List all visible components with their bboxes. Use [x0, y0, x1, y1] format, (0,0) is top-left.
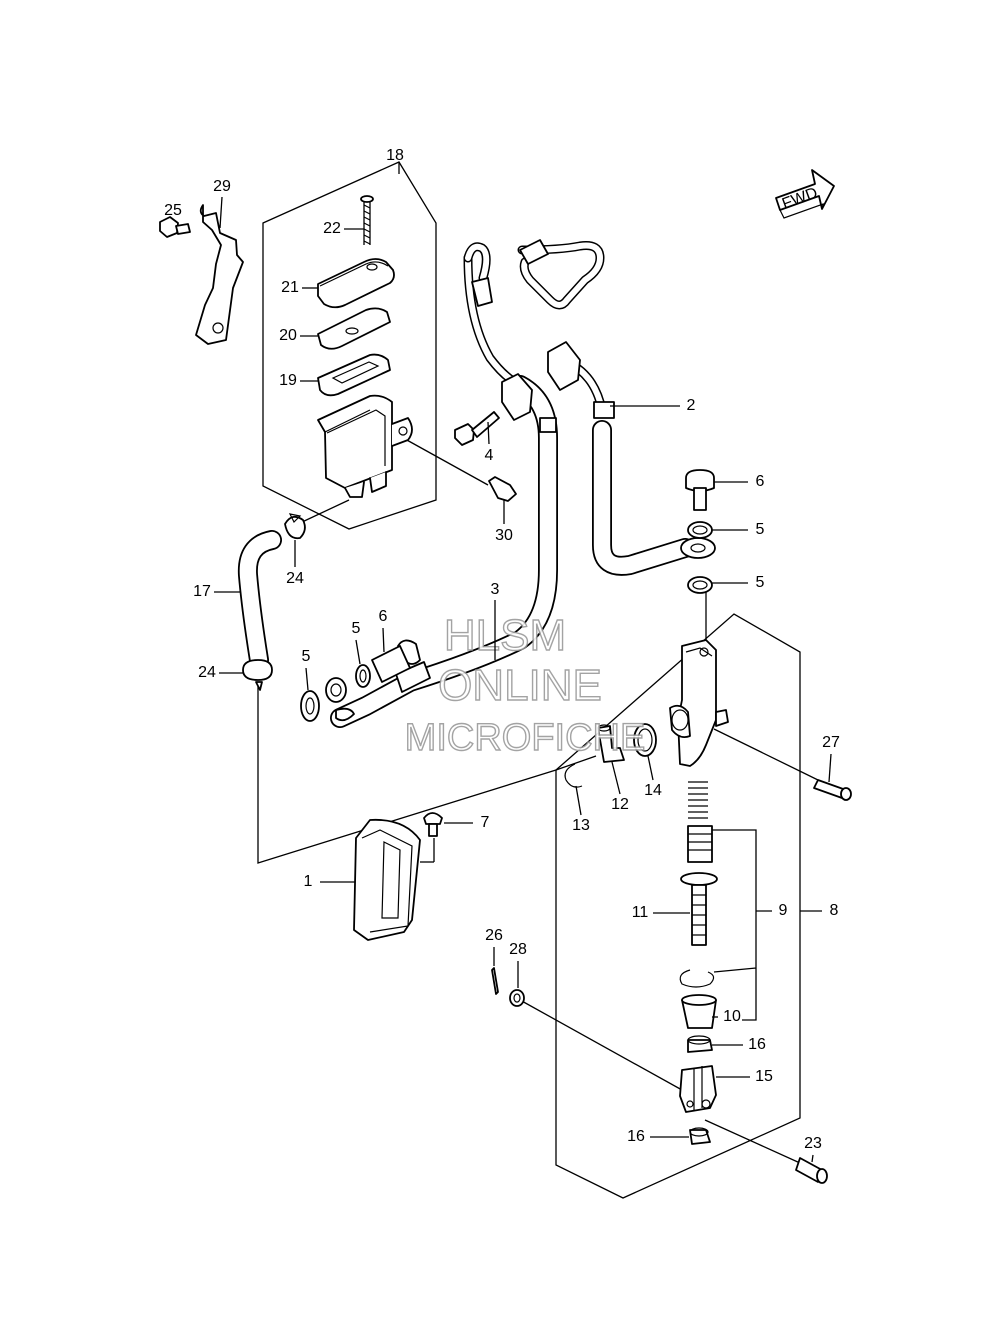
- callout-28: 28: [509, 941, 527, 958]
- cover-part-1: [353, 818, 435, 941]
- leader-lines: [257, 162, 819, 1164]
- callout-18: 18: [386, 147, 404, 164]
- callout-6-right: 6: [756, 473, 765, 490]
- callout-23: 23: [804, 1135, 822, 1152]
- callout-9: 9: [779, 902, 788, 919]
- cap-part-21: [317, 258, 395, 309]
- callout-13: 13: [572, 817, 590, 834]
- callout-27: 27: [822, 734, 840, 751]
- master-cylinder-body: [669, 639, 729, 767]
- watermark-line1: HLSM: [444, 611, 566, 660]
- callout-5-a: 5: [756, 521, 765, 538]
- spring-piston-assembly: [687, 781, 713, 863]
- diaphragm-part-19: [317, 353, 391, 397]
- elbow-part-12: [597, 724, 625, 763]
- callout-10: 10: [723, 1008, 741, 1025]
- nut-part-16-lower: [689, 1127, 711, 1145]
- clamp-part-24-lower: [242, 659, 273, 691]
- washer-part-5-a: [687, 521, 713, 539]
- callout-24-upper: 24: [286, 570, 304, 587]
- callout-21: 21: [281, 279, 299, 296]
- callout-11: 11: [632, 904, 649, 921]
- screw-part-7: [423, 812, 443, 837]
- bolt-part-30: [488, 476, 517, 502]
- union-fitting: [325, 677, 347, 703]
- screw-part-22: [360, 195, 374, 245]
- callout-30: 30: [495, 527, 513, 544]
- cotter-pin-part-26: [491, 967, 499, 995]
- washer-part-28: [509, 989, 525, 1007]
- callout-15: 15: [755, 1068, 773, 1085]
- callout-20: 20: [279, 327, 297, 344]
- nut-part-16-upper: [687, 1035, 713, 1053]
- callout-8: 8: [830, 902, 839, 919]
- plate-part-20: [317, 307, 391, 350]
- callouts: 18 29 25 22 21 20 19 4 2 6 5 5 30 24 17 …: [164, 147, 840, 1163]
- watermark-line2: ONLINE: [438, 661, 602, 710]
- o-ring-part-14: [633, 723, 657, 757]
- reservoir-body: [317, 394, 413, 498]
- fwd-arrow-icon: FWD: [775, 169, 835, 219]
- callout-5-b: 5: [756, 574, 765, 591]
- hose-part-2: [517, 239, 716, 576]
- clamp-part-24-upper: [284, 513, 306, 540]
- callout-6-left: 6: [379, 608, 388, 625]
- callout-2: 2: [687, 397, 696, 414]
- circlip-part-9: [679, 969, 715, 988]
- boot-part-10: [681, 994, 717, 1029]
- callout-14: 14: [644, 782, 662, 799]
- assembly-box-8: [555, 613, 801, 1199]
- bracket-part-29: [195, 204, 244, 345]
- washer-part-5-b: [687, 576, 713, 594]
- callout-7: 7: [481, 814, 490, 831]
- callout-17: 17: [193, 583, 211, 600]
- callout-5-c: 5: [352, 620, 361, 637]
- circlip-part-13: [564, 763, 583, 788]
- washer-part-5-d: [300, 690, 320, 722]
- banjo-bolt-part-6-left: [371, 639, 421, 683]
- callout-16-lower: 16: [627, 1128, 645, 1145]
- callout-24-lower: 24: [198, 664, 216, 681]
- watermark-line3: MICROFICHE: [405, 717, 646, 759]
- callout-29: 29: [213, 178, 231, 195]
- callout-16-upper: 16: [748, 1036, 766, 1053]
- callout-5-d: 5: [302, 648, 311, 665]
- callout-1: 1: [304, 873, 313, 890]
- callout-3: 3: [491, 581, 500, 598]
- hose-part-17: [237, 530, 282, 670]
- watermark: HLSM ONLINE MICROFICHE: [404, 610, 646, 759]
- bolt-part-4: [454, 411, 500, 446]
- banjo-bolt-part-6: [685, 469, 715, 511]
- callout-19: 19: [279, 372, 297, 389]
- pin-part-23: [795, 1157, 828, 1184]
- hose-part-3: [330, 242, 558, 728]
- callout-4: 4: [485, 447, 494, 464]
- washer-part-5-c: [355, 664, 371, 688]
- clevis-part-15: [679, 1065, 717, 1113]
- bolt-part-25: [159, 216, 191, 238]
- callout-26: 26: [485, 927, 503, 944]
- callout-25: 25: [164, 202, 182, 219]
- fwd-label: FWD: [780, 185, 820, 213]
- callout-12: 12: [611, 796, 629, 813]
- callout-22: 22: [323, 220, 341, 237]
- pushrod-part-11: [680, 872, 718, 946]
- bolt-part-27: [813, 779, 852, 801]
